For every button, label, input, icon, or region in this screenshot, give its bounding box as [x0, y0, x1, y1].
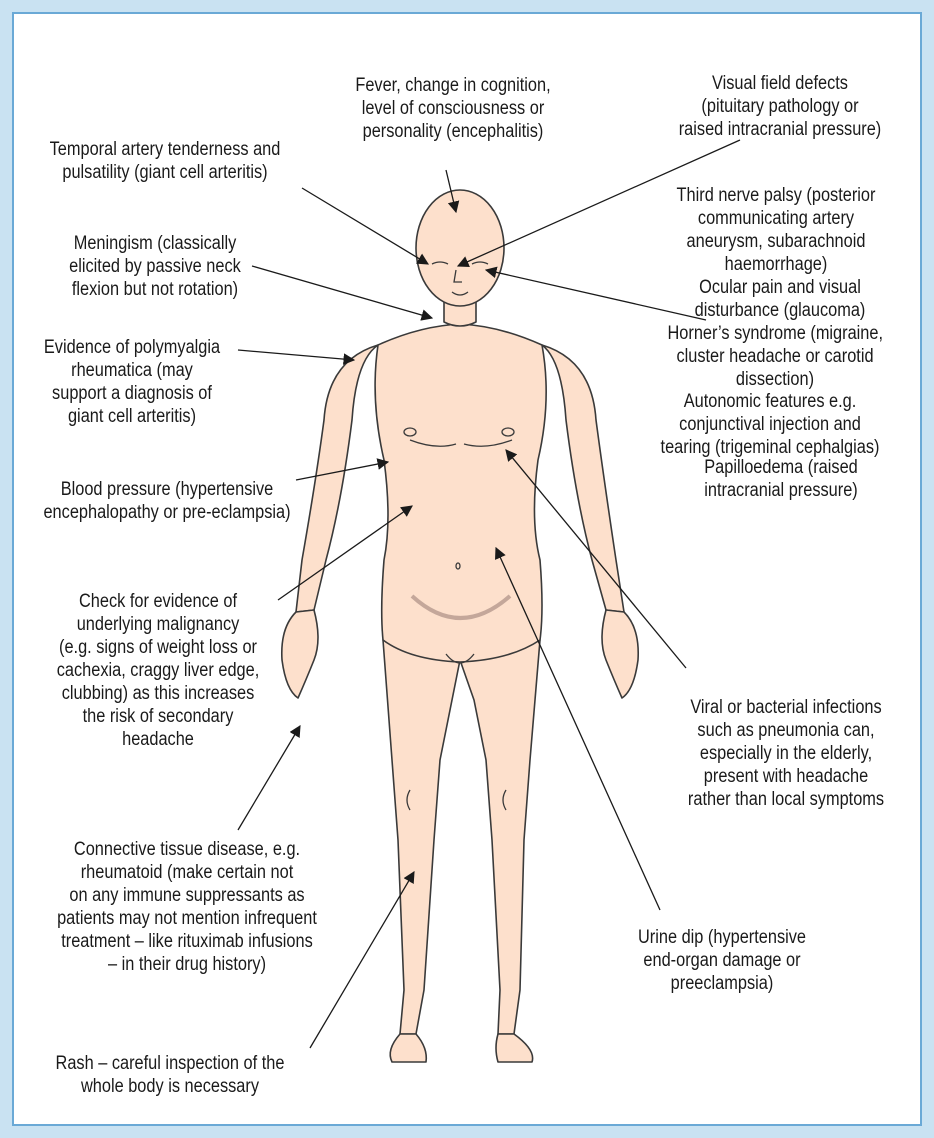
arrow-polymyalgia: [238, 350, 354, 360]
left-leg: [383, 640, 460, 1034]
left-arm: [296, 345, 378, 612]
label-visual-field: Visual field defects(pituitary pathology…: [677, 72, 883, 141]
torso: [375, 324, 546, 662]
label-connective: Connective tissue disease, e.g.rheumatoi…: [45, 838, 329, 976]
label-horner: Horner’s syndrome (migraine,cluster head…: [668, 322, 883, 391]
right-hand: [602, 610, 638, 698]
arrow-temporal: [302, 188, 428, 264]
head: [416, 190, 504, 306]
left-foot: [390, 1034, 426, 1062]
left-hand: [282, 610, 318, 698]
human-figure: [282, 190, 638, 1062]
label-autonomic: Autonomic features e.g.conjunctival inje…: [650, 390, 891, 459]
right-leg: [460, 640, 540, 1034]
right-foot: [496, 1034, 533, 1062]
arrow-ocular: [486, 270, 706, 320]
label-fever: Fever, change in cognition,level of cons…: [346, 74, 561, 143]
right-arm: [542, 345, 624, 612]
arrow-meningism: [252, 266, 432, 318]
